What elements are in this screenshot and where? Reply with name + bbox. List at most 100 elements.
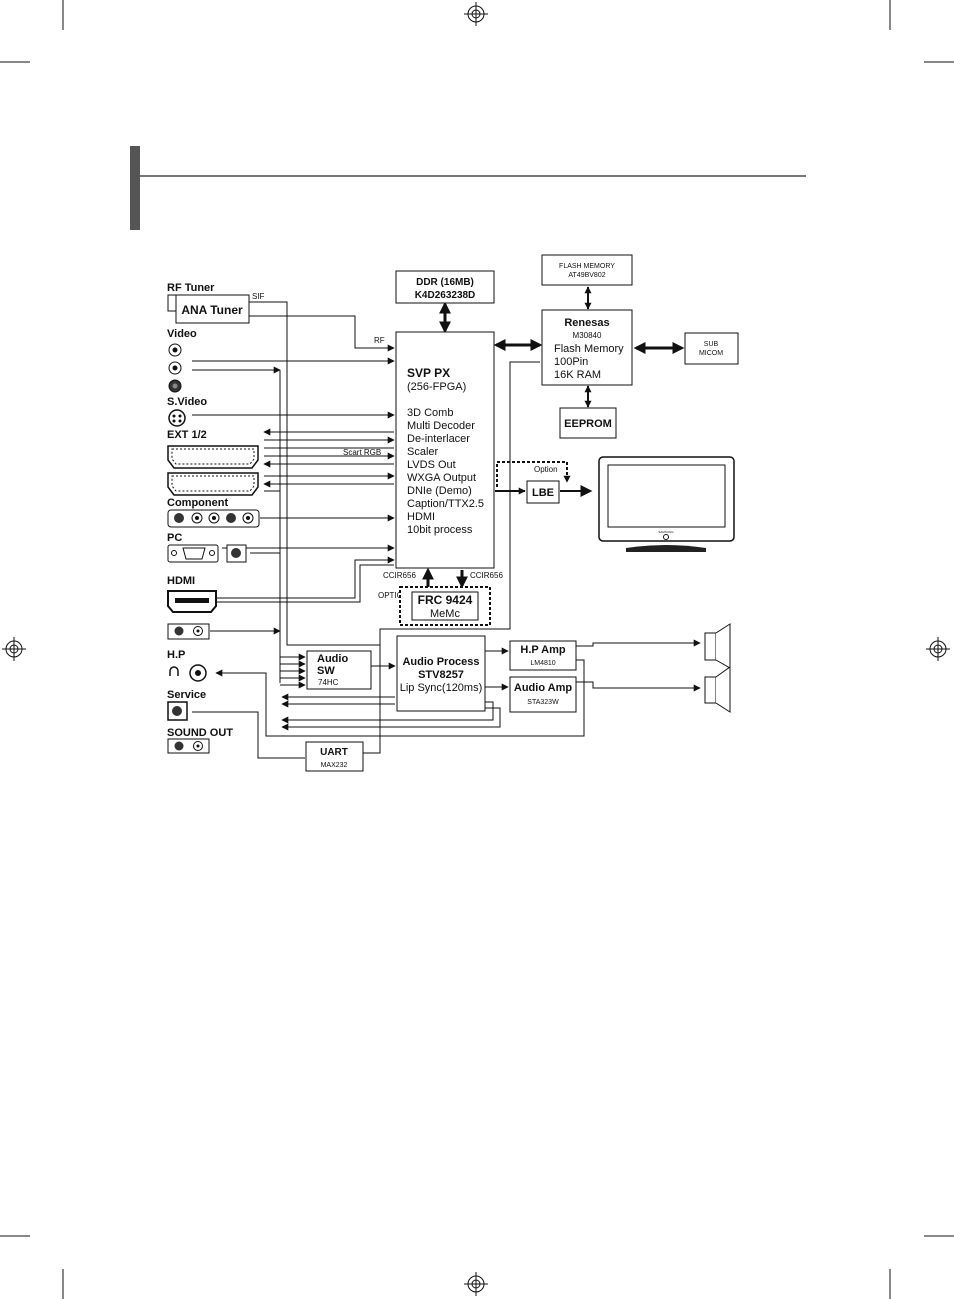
eeprom-label: EEPROM: [564, 418, 612, 430]
ddr-block: DDR (16MB) K4D263238D: [395, 270, 495, 304]
ccir-left-label: CCIR656: [383, 571, 416, 580]
headphone-icon: [169, 666, 179, 676]
renesas-block: Renesas M30840 Flash Memory 100Pin 16K R…: [541, 309, 633, 386]
uart-title: UART: [320, 747, 348, 758]
service-label: Service: [167, 689, 206, 701]
uart-part: MAX232: [321, 762, 348, 769]
uart-block: UART MAX232: [305, 741, 364, 772]
ccir-right-label: CCIR656: [470, 571, 503, 580]
lbe-block: Option LBE: [526, 465, 560, 504]
hdmi-port-icon: [167, 590, 217, 613]
svp-feature: HDMI: [407, 511, 435, 523]
audio-amp-title: Audio Amp: [514, 682, 573, 694]
audio-jack-icon: [226, 544, 247, 563]
tv-icon: SAMSUNG: [598, 456, 735, 552]
video-label: Video: [167, 328, 197, 340]
renesas-line: Flash Memory: [554, 343, 624, 355]
lbe-label: LBE: [532, 487, 554, 499]
rf-label: RF: [374, 336, 385, 345]
renesas-line: 100Pin: [554, 356, 588, 368]
audio-sw-block: Audio SW 74HC: [306, 650, 372, 690]
hp-amp-title: H.P Amp: [520, 644, 566, 656]
vga-port-icon: [167, 544, 219, 563]
audio-process-block: Audio Process STV8257 Lip Sync(120ms): [396, 635, 486, 712]
input-panel: Video S.Video EXT 1/2 Scart RGB Componen…: [167, 328, 381, 754]
service-port-icon: [167, 701, 188, 721]
ddr-line1: DDR (16MB): [416, 277, 474, 288]
scart-rgb-label: Scart RGB: [343, 448, 381, 457]
speaker-icon: [704, 666, 731, 713]
flash-line1: FLASH MEMORY: [559, 263, 615, 270]
frc-sub: MeMc: [430, 608, 460, 620]
sub-micom-line2: MICOM: [699, 350, 723, 357]
eeprom-block: EEPROM: [559, 407, 617, 439]
renesas-part: M30840: [573, 331, 602, 340]
scart-connector-icon: [167, 445, 259, 469]
hp-label: H.P: [167, 649, 185, 661]
svideo-jack-icon: [168, 409, 186, 427]
renesas-line: 16K RAM: [554, 369, 601, 381]
scart-connector-icon: [167, 472, 259, 496]
svp-feature: DNIe (Demo): [407, 485, 472, 497]
hp-amp-block: H.P Amp LM4810: [509, 640, 577, 671]
svp-title: SVP PX: [407, 366, 450, 380]
svp-feature: 3D Comb: [407, 407, 453, 419]
component-jacks-icon: [167, 509, 260, 528]
svp-subtitle: (256-FPGA): [407, 381, 466, 393]
frc-block: OPTION CCIR656 CCIR656 FRC 9424 MeMc: [378, 571, 503, 626]
ddr-line2: K4D263238D: [415, 290, 476, 301]
registration-mark-icon: [464, 1272, 488, 1296]
audio-sw-line1: Audio: [317, 653, 348, 665]
sub-micom-block: SUB MICOM: [684, 332, 739, 365]
svp-feature: Scaler: [407, 446, 439, 458]
video-jack-icon: [168, 379, 182, 393]
renesas-title: Renesas: [564, 317, 609, 329]
frc-title: FRC 9424: [418, 593, 473, 607]
svp-feature: 10bit process: [407, 524, 473, 536]
sif-label: SIF: [252, 292, 265, 301]
registration-mark-icon: [2, 637, 26, 661]
video-jack-icon: [168, 343, 182, 357]
audio-jacks-icon: [167, 623, 210, 640]
flash-line2: AT49BV802: [568, 272, 605, 279]
audio-amp-part: STA323W: [527, 699, 559, 706]
flash-memory-block: FLASH MEMORY AT49BV802: [541, 254, 633, 286]
rf-tuner-label: RF Tuner: [167, 282, 215, 294]
svideo-label: S.Video: [167, 396, 207, 408]
svp-feature: Caption/TTX2.5: [407, 498, 484, 510]
pc-label: PC: [167, 532, 182, 544]
signal-wires: [192, 286, 701, 759]
registration-mark-icon: [926, 637, 950, 661]
audio-sw-part: 74HC: [318, 678, 339, 687]
headphone-jack-icon: [189, 664, 207, 682]
ana-tuner-label: ANA Tuner: [181, 303, 243, 317]
sub-micom-line1: SUB: [704, 341, 719, 348]
frc-option-label: OPTION: [378, 591, 409, 600]
rf-tuner: RF Tuner ANA Tuner SIF RF: [167, 282, 385, 345]
svp-feature: Multi Decoder: [407, 420, 475, 432]
component-label: Component: [167, 497, 228, 509]
section-header: [130, 146, 806, 230]
svp-feature: LVDS Out: [407, 459, 456, 471]
svp-feature: WXGA Output: [407, 472, 476, 484]
audio-sw-line2: SW: [317, 665, 335, 677]
video-jack-icon: [168, 361, 182, 375]
svp-px-block: SVP PX (256-FPGA) 3D Comb Multi Decoder …: [395, 331, 495, 569]
audio-out-jacks-icon: [167, 738, 210, 754]
hp-amp-part: LM4810: [530, 660, 555, 667]
ext-label: EXT 1/2: [167, 429, 207, 441]
registration-mark-icon: [464, 2, 488, 26]
hdmi-label: HDMI: [167, 575, 195, 587]
speaker-icon: [704, 623, 731, 669]
audio-amp-block: Audio Amp STA323W: [509, 676, 577, 713]
audio-proc-line1: Audio Process: [402, 656, 479, 668]
tv-brand: SAMSUNG: [658, 530, 674, 534]
sound-out-label: SOUND OUT: [167, 727, 233, 739]
audio-proc-line3: Lip Sync(120ms): [400, 682, 483, 694]
lbe-option-label: Option: [534, 465, 558, 474]
audio-proc-line2: STV8257: [418, 669, 464, 681]
svp-feature: De-interlacer: [407, 433, 470, 445]
